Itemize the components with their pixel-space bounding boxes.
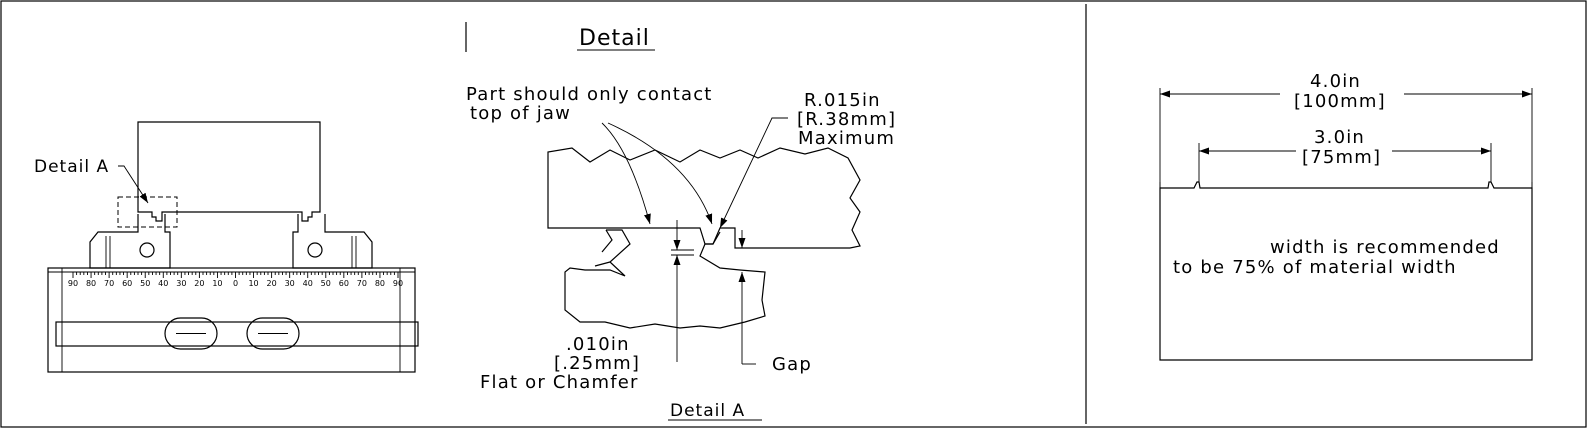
detail-a-callout: Detail A: [34, 157, 109, 177]
scale-label: 20: [267, 279, 277, 288]
recommend-line2: to be 75% of material width: [1173, 257, 1457, 278]
width-inner-mm: [75mm]: [1302, 147, 1381, 168]
scale-label: 10: [212, 279, 222, 288]
scale-label: 30: [285, 279, 295, 288]
detail-part: [547, 147, 861, 249]
radius-line1: R.015in: [804, 90, 881, 111]
contact-note-line2: top of jaw: [470, 103, 571, 124]
flat-line1: .010in: [566, 334, 630, 355]
detail-title: Detail: [579, 26, 650, 51]
right-slot: [246, 317, 300, 350]
scale-label: 60: [339, 279, 349, 288]
scale-label: 10: [248, 279, 258, 288]
detail-a-caption: Detail A: [670, 401, 745, 421]
left-jaw: [89, 214, 171, 269]
scale-label: 60: [122, 279, 132, 288]
flat-line2: [.25mm]: [554, 353, 640, 374]
left-jaw-bolt: [139, 242, 155, 258]
scale-label: 0: [233, 279, 238, 288]
right-jaw: [292, 214, 373, 269]
detail-jaw: [564, 229, 766, 329]
slide-bar: [55, 321, 419, 347]
contact-note-line1: Part should only contact: [466, 84, 713, 105]
scale-label: 50: [140, 279, 150, 288]
scale-label: 70: [104, 279, 114, 288]
scale-label: 40: [158, 279, 168, 288]
right-jaw-bolt: [307, 242, 323, 258]
scale-label: 30: [176, 279, 186, 288]
vise-base: [47, 267, 416, 373]
width-outer-in: 4.0in: [1310, 71, 1361, 92]
recommend-line1: width is recommended: [1270, 237, 1500, 258]
detail-a-box: [117, 196, 178, 228]
radius-line3: Maximum: [798, 128, 895, 149]
width-inner-in: 3.0in: [1314, 127, 1365, 148]
scale-label: 70: [357, 279, 367, 288]
flat-line3: Flat or Chamfer: [480, 372, 639, 393]
scale-label: 40: [303, 279, 313, 288]
scale-label: 80: [86, 279, 96, 288]
scale-label: 80: [375, 279, 385, 288]
scale-label: 20: [194, 279, 204, 288]
width-diagram: 4.0in [100mm] 3.0in [75mm] width is reco…: [1159, 71, 1533, 361]
radius-line2: [R.38mm]: [797, 109, 896, 130]
scale-labels: 90 80 70 60 50 40 30 20 10 0 10 20 30 40 50 60 70 80 90: [68, 279, 403, 288]
detail-view: Detail Part should only contact top of j…: [465, 22, 896, 421]
workpiece: [137, 121, 321, 222]
left-slot: [164, 317, 218, 350]
scale-label: 90: [393, 279, 403, 288]
material-block: [1159, 181, 1533, 361]
scale-label: 50: [321, 279, 331, 288]
gap-label: Gap: [772, 354, 812, 375]
vise-assembly: 90 80 70 60 50 40 30 20 10 0 10 20 30 40 50 60 70 80 90 De…: [34, 121, 419, 373]
scale-label: 90: [68, 279, 78, 288]
width-outer-mm: [100mm]: [1294, 91, 1386, 112]
scale-ticks: [72, 272, 399, 278]
